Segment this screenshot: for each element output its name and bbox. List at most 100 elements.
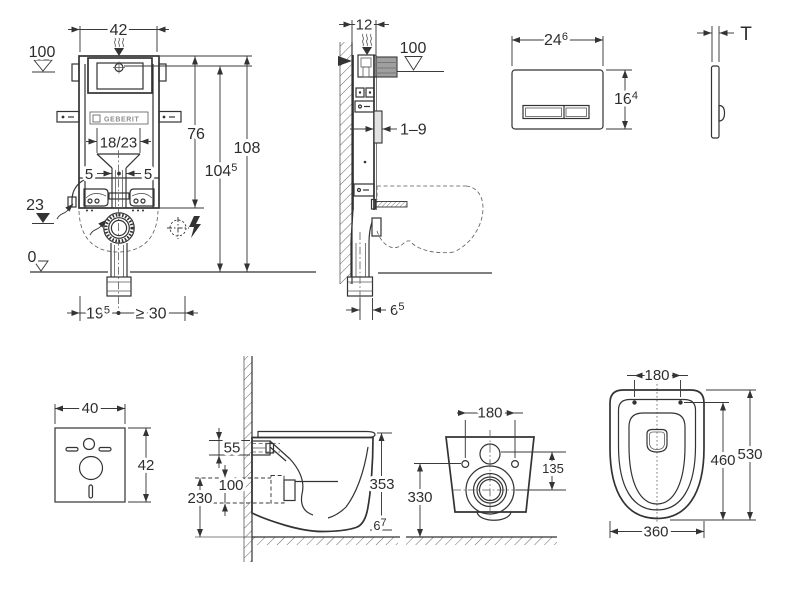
- dim-label-6-5: 65: [390, 301, 404, 319]
- fill-valve-mark: [113, 61, 125, 74]
- view-installation-frame-side: 12 100 1–9 65: [338, 14, 492, 322]
- bowl-opening: [628, 412, 686, 505]
- frame-foot-right: [129, 188, 155, 212]
- dim-plate-height: [606, 69, 632, 130]
- dim-label-104-5: 1045: [205, 162, 238, 180]
- dim-pad-width: [54, 404, 126, 424]
- dim-label-530: 530: [737, 446, 762, 463]
- dim-label-T: T: [740, 24, 752, 45]
- mount-hole-left: [461, 460, 470, 469]
- dim-pad-height: [128, 427, 151, 503]
- outlet-zone-dashed: [270, 475, 285, 504]
- mount-dot-right: [678, 400, 683, 405]
- plate-profile: [710, 65, 720, 139]
- inspection-box: [87, 57, 153, 94]
- view-wc-top: 180 460 530 360: [609, 364, 766, 544]
- dim-depth-12: [339, 20, 389, 54]
- pad-slot-right: [98, 446, 112, 452]
- level-100-mark: [32, 59, 55, 73]
- dim-label-42: 42: [110, 22, 128, 39]
- dim-label-360: 360: [643, 524, 668, 541]
- dim-plate-thickness: [697, 26, 734, 62]
- frame-foot-left: [83, 188, 109, 212]
- floor-hatch: [406, 537, 557, 545]
- dim-label-42: 42: [138, 457, 155, 474]
- view-insulation-pad: 40 42: [54, 397, 157, 503]
- bowl-inner-line: [289, 458, 314, 516]
- dim-label-76: 76: [187, 126, 205, 143]
- outlet-flange: [283, 479, 296, 502]
- button-bump: [718, 104, 726, 122]
- dim-axis-6-5: [346, 298, 386, 320]
- level-23-mark: [32, 213, 54, 224]
- mount-hole-right: [511, 460, 520, 469]
- dim-bracket-55: [209, 428, 250, 468]
- plate-sleeve: [373, 110, 383, 144]
- electrical-connection-icon: [167, 216, 201, 239]
- view-flush-plate-side: T: [697, 24, 752, 139]
- outlet-connector: [371, 217, 382, 237]
- bowl-outline: [251, 436, 374, 533]
- protection-box: [375, 56, 398, 78]
- brand-bar: GEBERIT: [89, 111, 149, 125]
- brand-label: GEBERIT: [104, 117, 139, 124]
- pad-slot-left: [65, 446, 79, 452]
- view-installation-frame-front: GEBERIT: [23, 19, 316, 326]
- dim-inlet-floor-330: [414, 463, 461, 537]
- dim-label-100: 100: [218, 477, 243, 494]
- dim-width-360: [609, 521, 705, 538]
- threaded-rod: [370, 198, 408, 210]
- dim-plate-width: [511, 36, 604, 66]
- dim-label-1-9: 1–9: [400, 122, 427, 139]
- dim-label-18-23: 18/23: [100, 135, 138, 152]
- mount-dot-left: [632, 400, 637, 405]
- dim-bottom-offsets: [67, 296, 198, 321]
- connection-arrow-icon: [56, 203, 74, 220]
- seat-ring: [617, 398, 697, 511]
- dim-label-108: 108: [234, 140, 261, 157]
- flush-bend: [96, 153, 141, 208]
- dim-inlet-outlet-135: [501, 451, 566, 491]
- dim-label-353: 353: [369, 476, 394, 493]
- level-100-mark: [397, 56, 444, 72]
- dim-label-24-6: 246: [544, 31, 568, 49]
- dim-label-330: 330: [407, 489, 432, 506]
- supply-from-above-icon: [361, 33, 373, 47]
- bowl-inner-line: [327, 446, 369, 519]
- dim-holes-180: [627, 372, 688, 397]
- dim-label-5-left: 5: [85, 166, 93, 183]
- wall-hatch: [340, 42, 352, 284]
- frame-outline: [78, 55, 160, 209]
- seat-profile: [257, 430, 376, 439]
- dim-label-230: 230: [187, 490, 212, 507]
- flange-right: [158, 63, 167, 82]
- wall-hatch: [244, 356, 252, 562]
- mounting-bracket: [251, 440, 280, 456]
- dim-label-135: 135: [542, 461, 564, 476]
- dim-depth-353: [370, 432, 392, 531]
- level-label-100: 100: [29, 44, 56, 61]
- pad-outline: [54, 427, 126, 503]
- flush-plate: [511, 69, 604, 130]
- dim-label-19-5: 195: [86, 305, 110, 323]
- dim-label-180: 180: [477, 405, 502, 422]
- flush-buttons: [522, 104, 590, 120]
- connection-arrow-icon: [89, 219, 107, 236]
- pad-hole-large: [78, 455, 104, 481]
- level-label-23: 23: [26, 197, 44, 214]
- level-label-100: 100: [400, 40, 427, 57]
- view-wc-side: 55 100 230 353 67: [184, 356, 400, 562]
- level-0-mark: [33, 260, 49, 272]
- outlet-socket: [103, 212, 135, 244]
- frame-internals: [353, 87, 375, 197]
- dim-label-40: 40: [82, 400, 99, 417]
- flange-left: [71, 63, 80, 82]
- view-wc-rear: 180 135 330: [404, 402, 567, 545]
- floor-hatch: [252, 537, 398, 545]
- wall-bracket-left: [56, 110, 80, 123]
- dim-label-55: 55: [224, 440, 241, 457]
- dim-outlet-100: [195, 465, 271, 516]
- outlet-pipe: [106, 243, 132, 297]
- dim-label-5-right: 5: [144, 166, 152, 183]
